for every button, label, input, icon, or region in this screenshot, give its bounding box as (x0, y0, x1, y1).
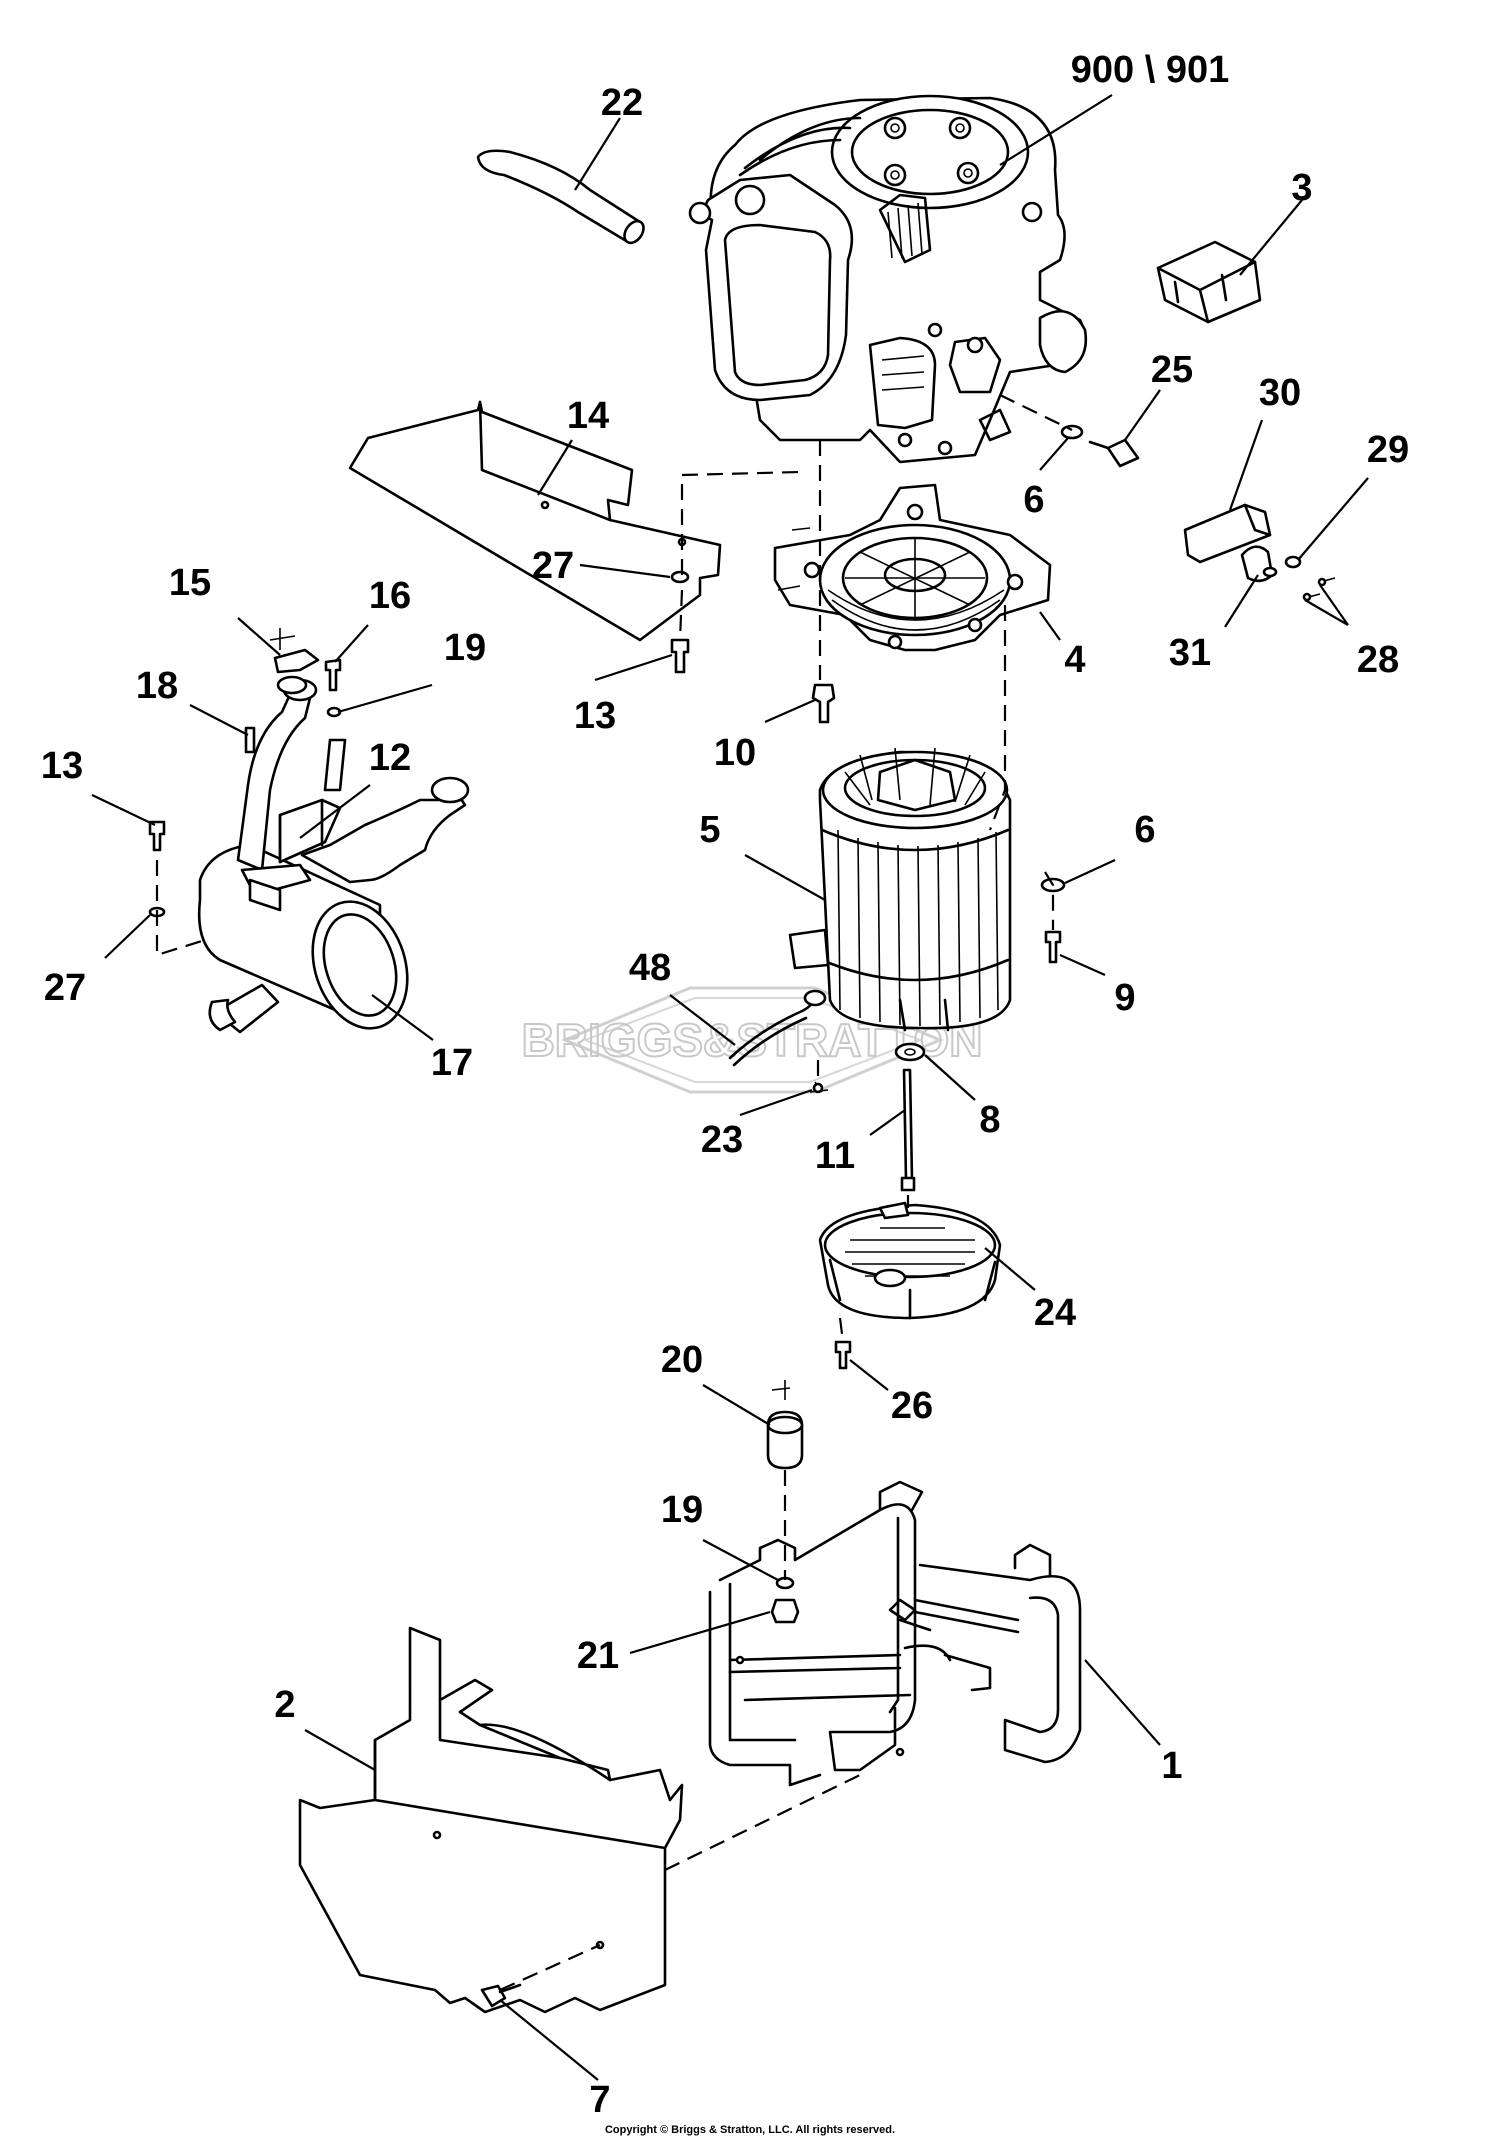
callout-6-lower: 6 (1134, 809, 1155, 851)
hose-part-22 (476, 149, 645, 245)
screw-part-18 (244, 726, 256, 754)
callout-10: 10 (714, 732, 756, 774)
copyright-notice: Copyright © Briggs & Stratton, LLC. All … (604, 2124, 896, 2136)
frame-part-1 (708, 1480, 1082, 1787)
bracket-part-30 (1183, 503, 1272, 564)
callout-19-upper: 19 (444, 627, 486, 669)
bolt-part-13-left (148, 820, 166, 852)
callout-17: 17 (431, 1042, 473, 1084)
callout-2: 2 (274, 1684, 295, 1726)
bolt-part-10 (811, 683, 836, 724)
callout-13-left: 13 (41, 745, 83, 787)
callout-18: 18 (136, 665, 178, 707)
callout-16: 16 (369, 575, 411, 617)
callout-leader-lines (91, 94, 1369, 2081)
bracket-part-3 (1156, 240, 1262, 324)
through-bolt-part-11 (900, 1068, 916, 1192)
nut-part-29 (1262, 555, 1302, 578)
callout-21: 21 (577, 1635, 619, 1677)
bolt-part-16 (324, 658, 342, 692)
alternator-part-5 (788, 747, 1012, 1032)
callout-27-upper: 27 (532, 545, 574, 587)
callout-1: 1 (1161, 1745, 1182, 1787)
ground-wire-part-48 (728, 989, 827, 1067)
nut-part-21 (770, 1598, 800, 1624)
bolt-part-9 (1044, 930, 1062, 964)
callout-23: 23 (701, 1119, 743, 1161)
callout-19-lower: 19 (661, 1489, 703, 1531)
callout-31: 31 (1169, 632, 1211, 674)
callout-13-center: 13 (574, 695, 616, 737)
callout-24: 24 (1034, 1292, 1076, 1334)
callout-30: 30 (1259, 372, 1301, 414)
callout-4: 4 (1064, 639, 1085, 681)
callout-25: 25 (1151, 349, 1193, 391)
callout-900-901: 900 \ 901 (1071, 49, 1229, 91)
washer-part-6-upper (1060, 424, 1084, 440)
gasket-part-15 (269, 628, 320, 695)
callout-28: 28 (1357, 639, 1399, 681)
muffler-part-17 (197, 843, 409, 1034)
callout-29: 29 (1367, 429, 1409, 471)
callout-15: 15 (169, 562, 211, 604)
washer-part-8 (894, 1042, 926, 1062)
callout-8: 8 (979, 1099, 1000, 1141)
callout-3: 3 (1291, 167, 1312, 209)
callout-9: 9 (1114, 977, 1135, 1019)
callout-11: 11 (815, 1135, 855, 1177)
vibration-mount-part-20 (766, 1380, 804, 1470)
callout-labels: 900 \ 901 22 3 25 30 14 6 29 27 15 16 31… (41, 49, 1409, 2121)
engine-part-900-901 (688, 94, 1088, 464)
assembly-alignment-lines (155, 394, 1073, 1992)
heat-shield-part-14 (348, 400, 722, 642)
shield-part-2 (298, 1626, 684, 2014)
bolt-part-25 (1088, 438, 1140, 468)
adapter-part-4 (773, 483, 1052, 652)
end-cover-part-24 (818, 1201, 1002, 1320)
callout-26: 26 (891, 1385, 933, 1427)
exhaust-pipe-part-12 (236, 678, 470, 912)
callout-12: 12 (369, 737, 411, 779)
callout-6-upper: 6 (1023, 479, 1044, 521)
screw-part-26 (834, 1340, 852, 1370)
bolt-part-13-center (670, 638, 690, 674)
screw-part-28 (1302, 577, 1336, 602)
callout-27-left: 27 (44, 967, 86, 1009)
screw-part-23 (809, 1081, 829, 1094)
callout-22: 22 (601, 82, 643, 124)
callout-48: 48 (629, 947, 671, 989)
callout-20: 20 (661, 1339, 703, 1381)
bolt-part-7 (480, 1983, 522, 2008)
callout-7: 7 (589, 2079, 610, 2121)
callout-14: 14 (567, 395, 609, 437)
callout-5: 5 (699, 809, 720, 851)
